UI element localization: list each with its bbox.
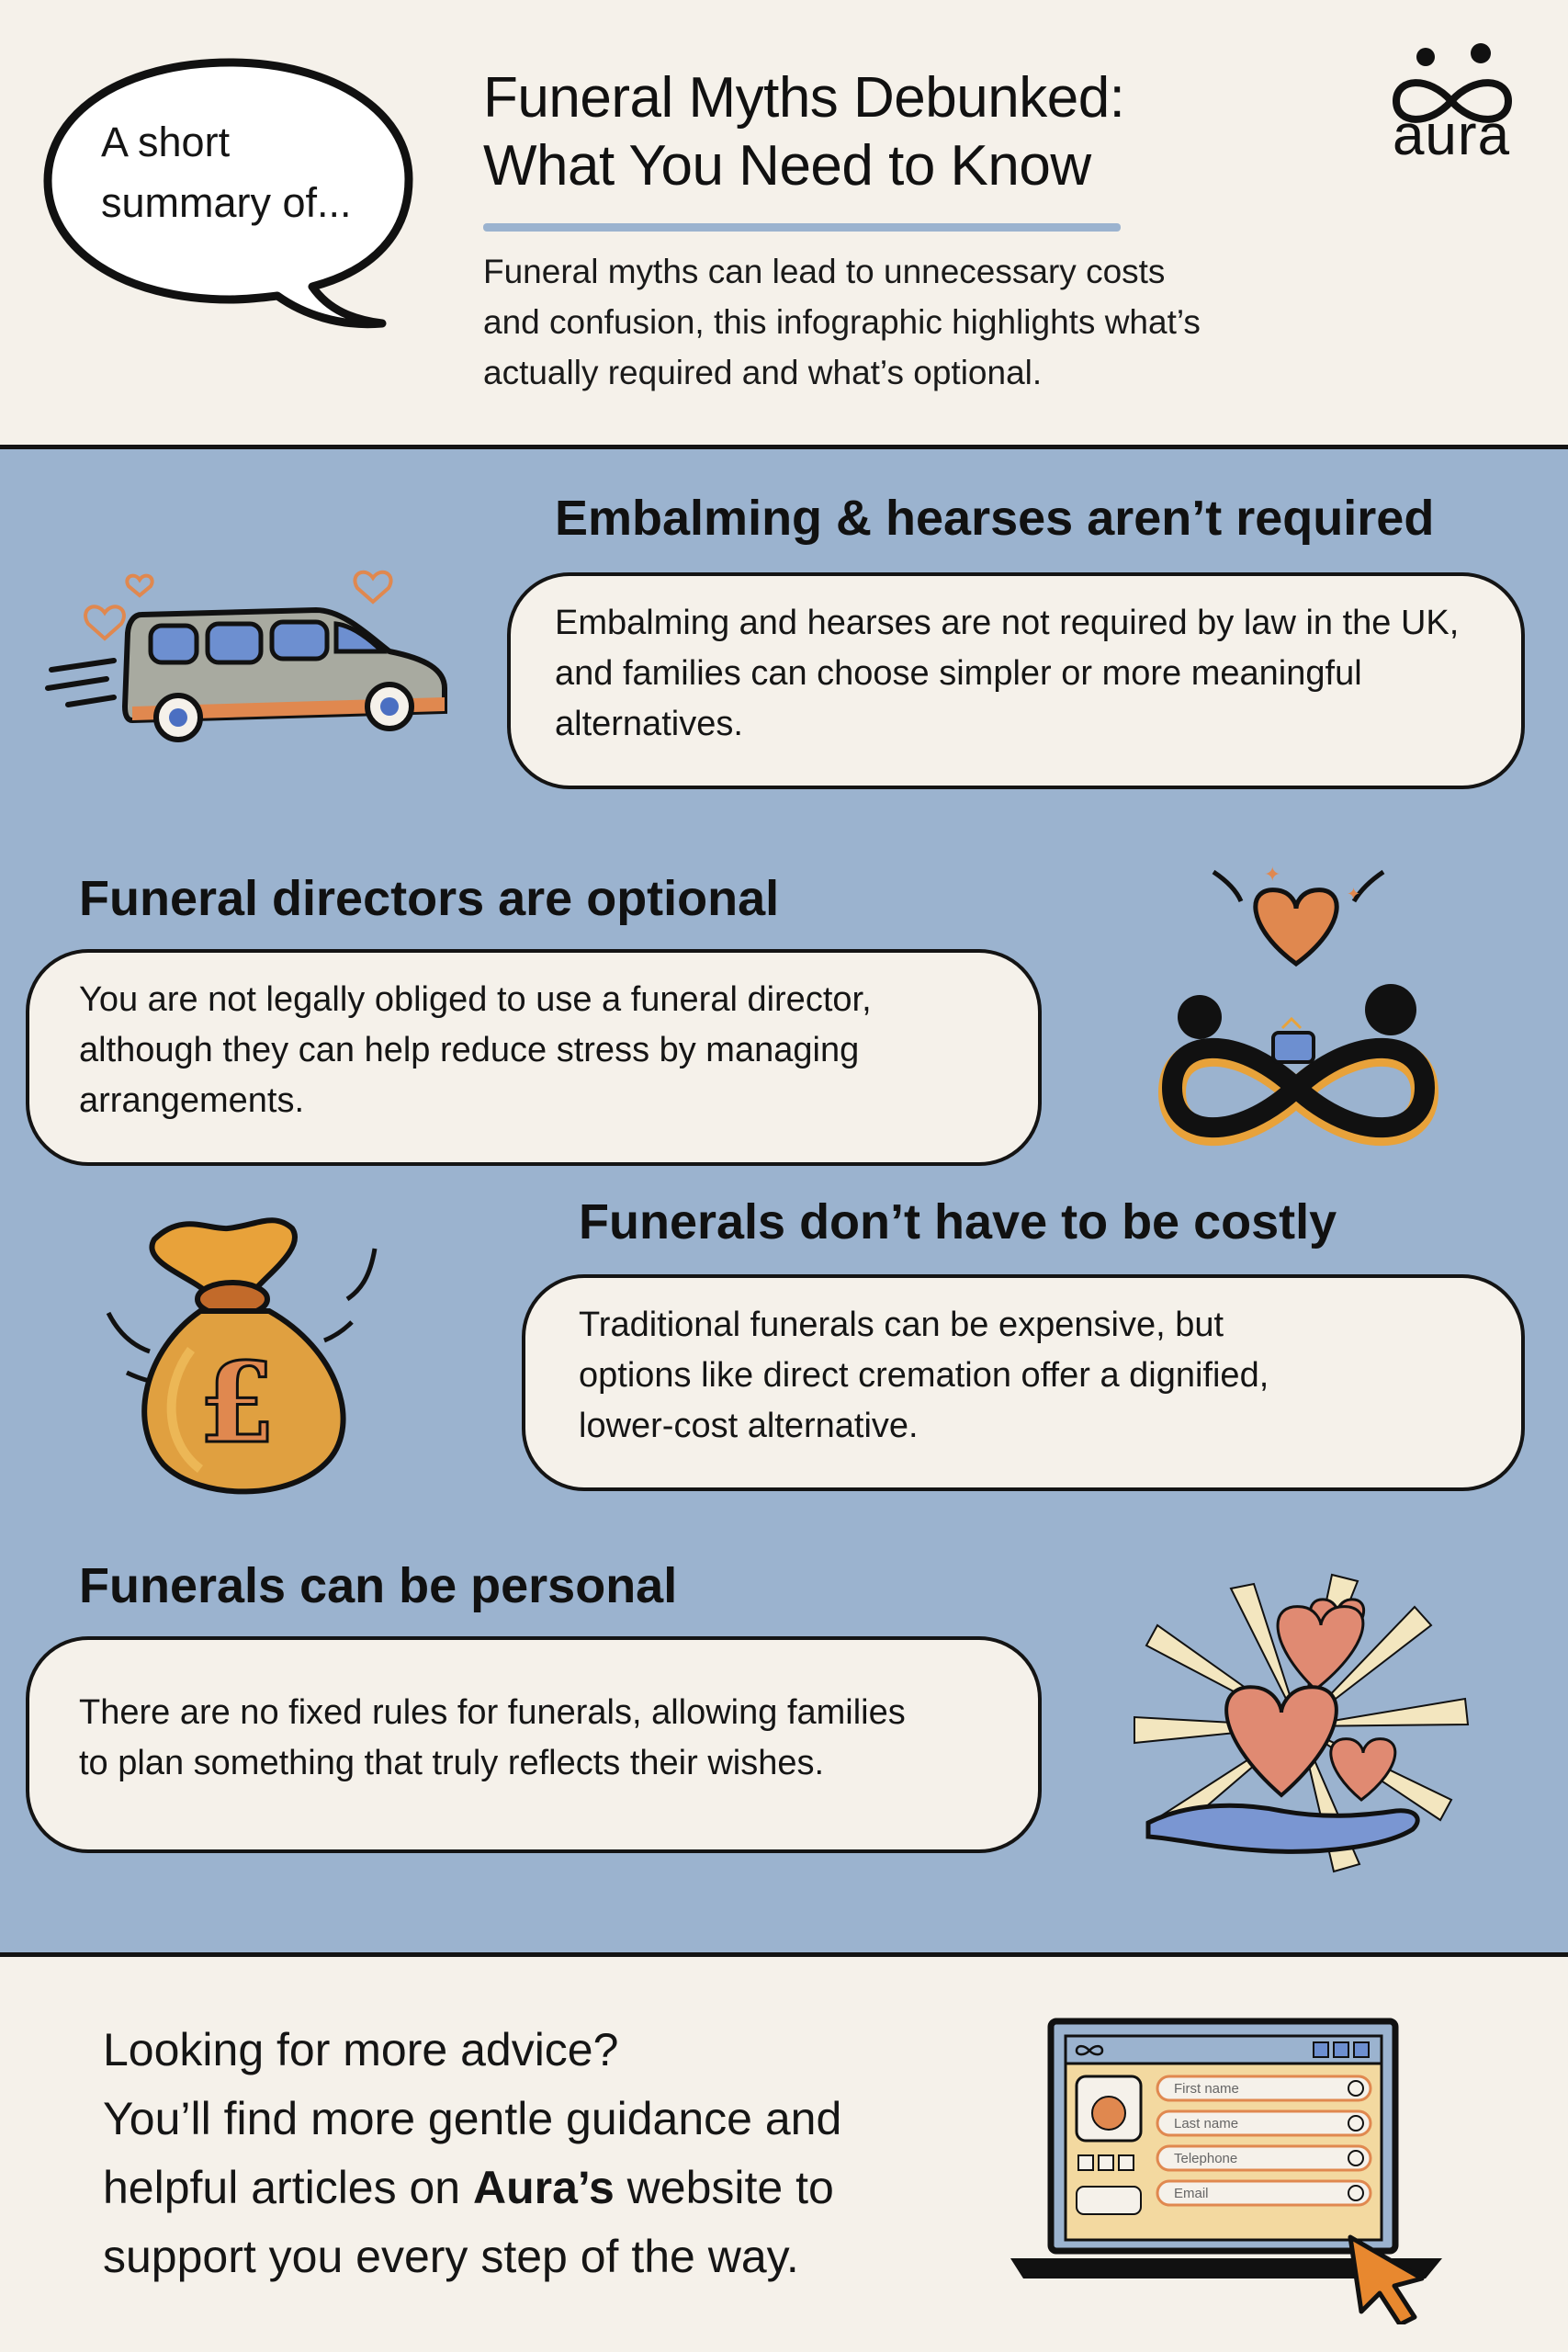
bubble-line-1: A short — [101, 119, 231, 165]
check-icon — [1348, 2080, 1364, 2097]
footer-message: Looking for more advice? You’ll find mor… — [103, 2016, 1021, 2291]
money-bag-icon: £ — [106, 1217, 378, 1495]
footer-line-4: support you every step of the way. — [103, 2231, 799, 2282]
check-icon — [1348, 2115, 1364, 2132]
aura-website-link-text: Aura’s — [473, 2162, 615, 2213]
myth-line: Traditional funerals can be expensive, b… — [579, 1306, 1224, 1344]
form-field-label: First name — [1174, 2081, 1239, 2097]
myth-heading-embalming: Embalming & hearses aren’t required — [555, 491, 1435, 546]
intro-line-2: and confusion, this infographic highligh… — [483, 303, 1201, 341]
myth-line: alternatives. — [555, 705, 743, 743]
aura-logo-icon — [1392, 43, 1513, 123]
bubble-line-2: summary of... — [101, 179, 352, 226]
footer-line-2: You’ll find more gentle guidance and — [103, 2093, 842, 2144]
myth-text-personal: There are no fixed rules for funerals, a… — [79, 1688, 1016, 1789]
form-field-email — [1156, 2179, 1372, 2207]
aura-logo-wordmark: aura — [1392, 104, 1511, 167]
footer-line-3-start: helpful articles on — [103, 2162, 474, 2213]
hearse-van-icon — [45, 570, 447, 742]
intro-paragraph: Funeral myths can lead to unnecessary co… — [483, 246, 1347, 398]
title-line-1: Funeral Myths Debunked: — [483, 66, 1125, 130]
myth-line: lower-cost alternative. — [579, 1407, 919, 1445]
svg-text:✦: ✦ — [1347, 885, 1360, 904]
header: A short summary of... Funeral Myths Debu… — [0, 0, 1568, 445]
myth-line: although they can help reduce stress by … — [79, 1031, 860, 1069]
people-infinity-heart-icon: ✦ ✦ — [1157, 864, 1439, 1147]
myths-section: Embalming & hearses aren’t required Emba… — [0, 445, 1568, 1957]
myth-line: You are not legally obliged to use a fun… — [79, 980, 872, 1019]
intro-line-3: actually required and what’s optional. — [483, 354, 1043, 391]
footer-line-3: helpful articles on Aura’s website to — [103, 2154, 1021, 2222]
footer-line-1: Looking for more advice? — [103, 2024, 619, 2075]
form-field-label: Last name — [1174, 2116, 1238, 2132]
hand-holding-hearts-icon — [1134, 1573, 1470, 1873]
myth-heading-costly: Funerals don’t have to be costly — [579, 1194, 1337, 1250]
myth-text-directors: You are not legally obliged to use a fun… — [79, 975, 1016, 1126]
myth-heading-directors: Funeral directors are optional — [79, 871, 780, 926]
speech-bubble-icon — [43, 58, 413, 329]
check-icon — [1348, 2150, 1364, 2166]
myth-line: Embalming and hearses are not required b… — [555, 604, 1460, 642]
myth-card-directors — [26, 949, 1042, 1166]
form-field-telephone — [1156, 2144, 1372, 2172]
myth-line: to plan something that truly reflects th… — [79, 1744, 825, 1782]
myth-line: options like direct cremation offer a di… — [579, 1356, 1269, 1395]
myth-line: arrangements. — [79, 1081, 305, 1120]
page-title: Funeral Myths Debunked: What You Need to… — [483, 64, 1310, 200]
title-line-2: What You Need to Know — [483, 134, 1091, 198]
speech-bubble-text: A short summary of... — [101, 112, 377, 233]
form-field-label: Telephone — [1174, 2151, 1237, 2166]
myth-line: and families can choose simpler or more … — [555, 654, 1362, 693]
myth-text-costly: Traditional funerals can be expensive, b… — [579, 1300, 1497, 1452]
form-field-label: Email — [1174, 2186, 1209, 2201]
myth-card-personal — [26, 1636, 1042, 1853]
myth-card-embalming — [507, 572, 1525, 789]
myth-line: There are no fixed rules for funerals, a… — [79, 1693, 906, 1732]
intro-line-1: Funeral myths can lead to unnecessary co… — [483, 253, 1166, 290]
svg-text:£: £ — [198, 1339, 276, 1468]
myth-card-costly — [522, 1274, 1525, 1491]
svg-text:✦: ✦ — [1264, 864, 1280, 887]
form-field-first-name — [1156, 2075, 1372, 2102]
myth-text-embalming: Embalming and hearses are not required b… — [555, 598, 1510, 750]
check-icon — [1348, 2185, 1364, 2201]
footer-line-3-end: website to — [614, 2162, 834, 2213]
title-underline — [483, 223, 1121, 232]
form-field-last-name — [1156, 2109, 1372, 2137]
myth-heading-personal: Funerals can be personal — [79, 1558, 678, 1613]
